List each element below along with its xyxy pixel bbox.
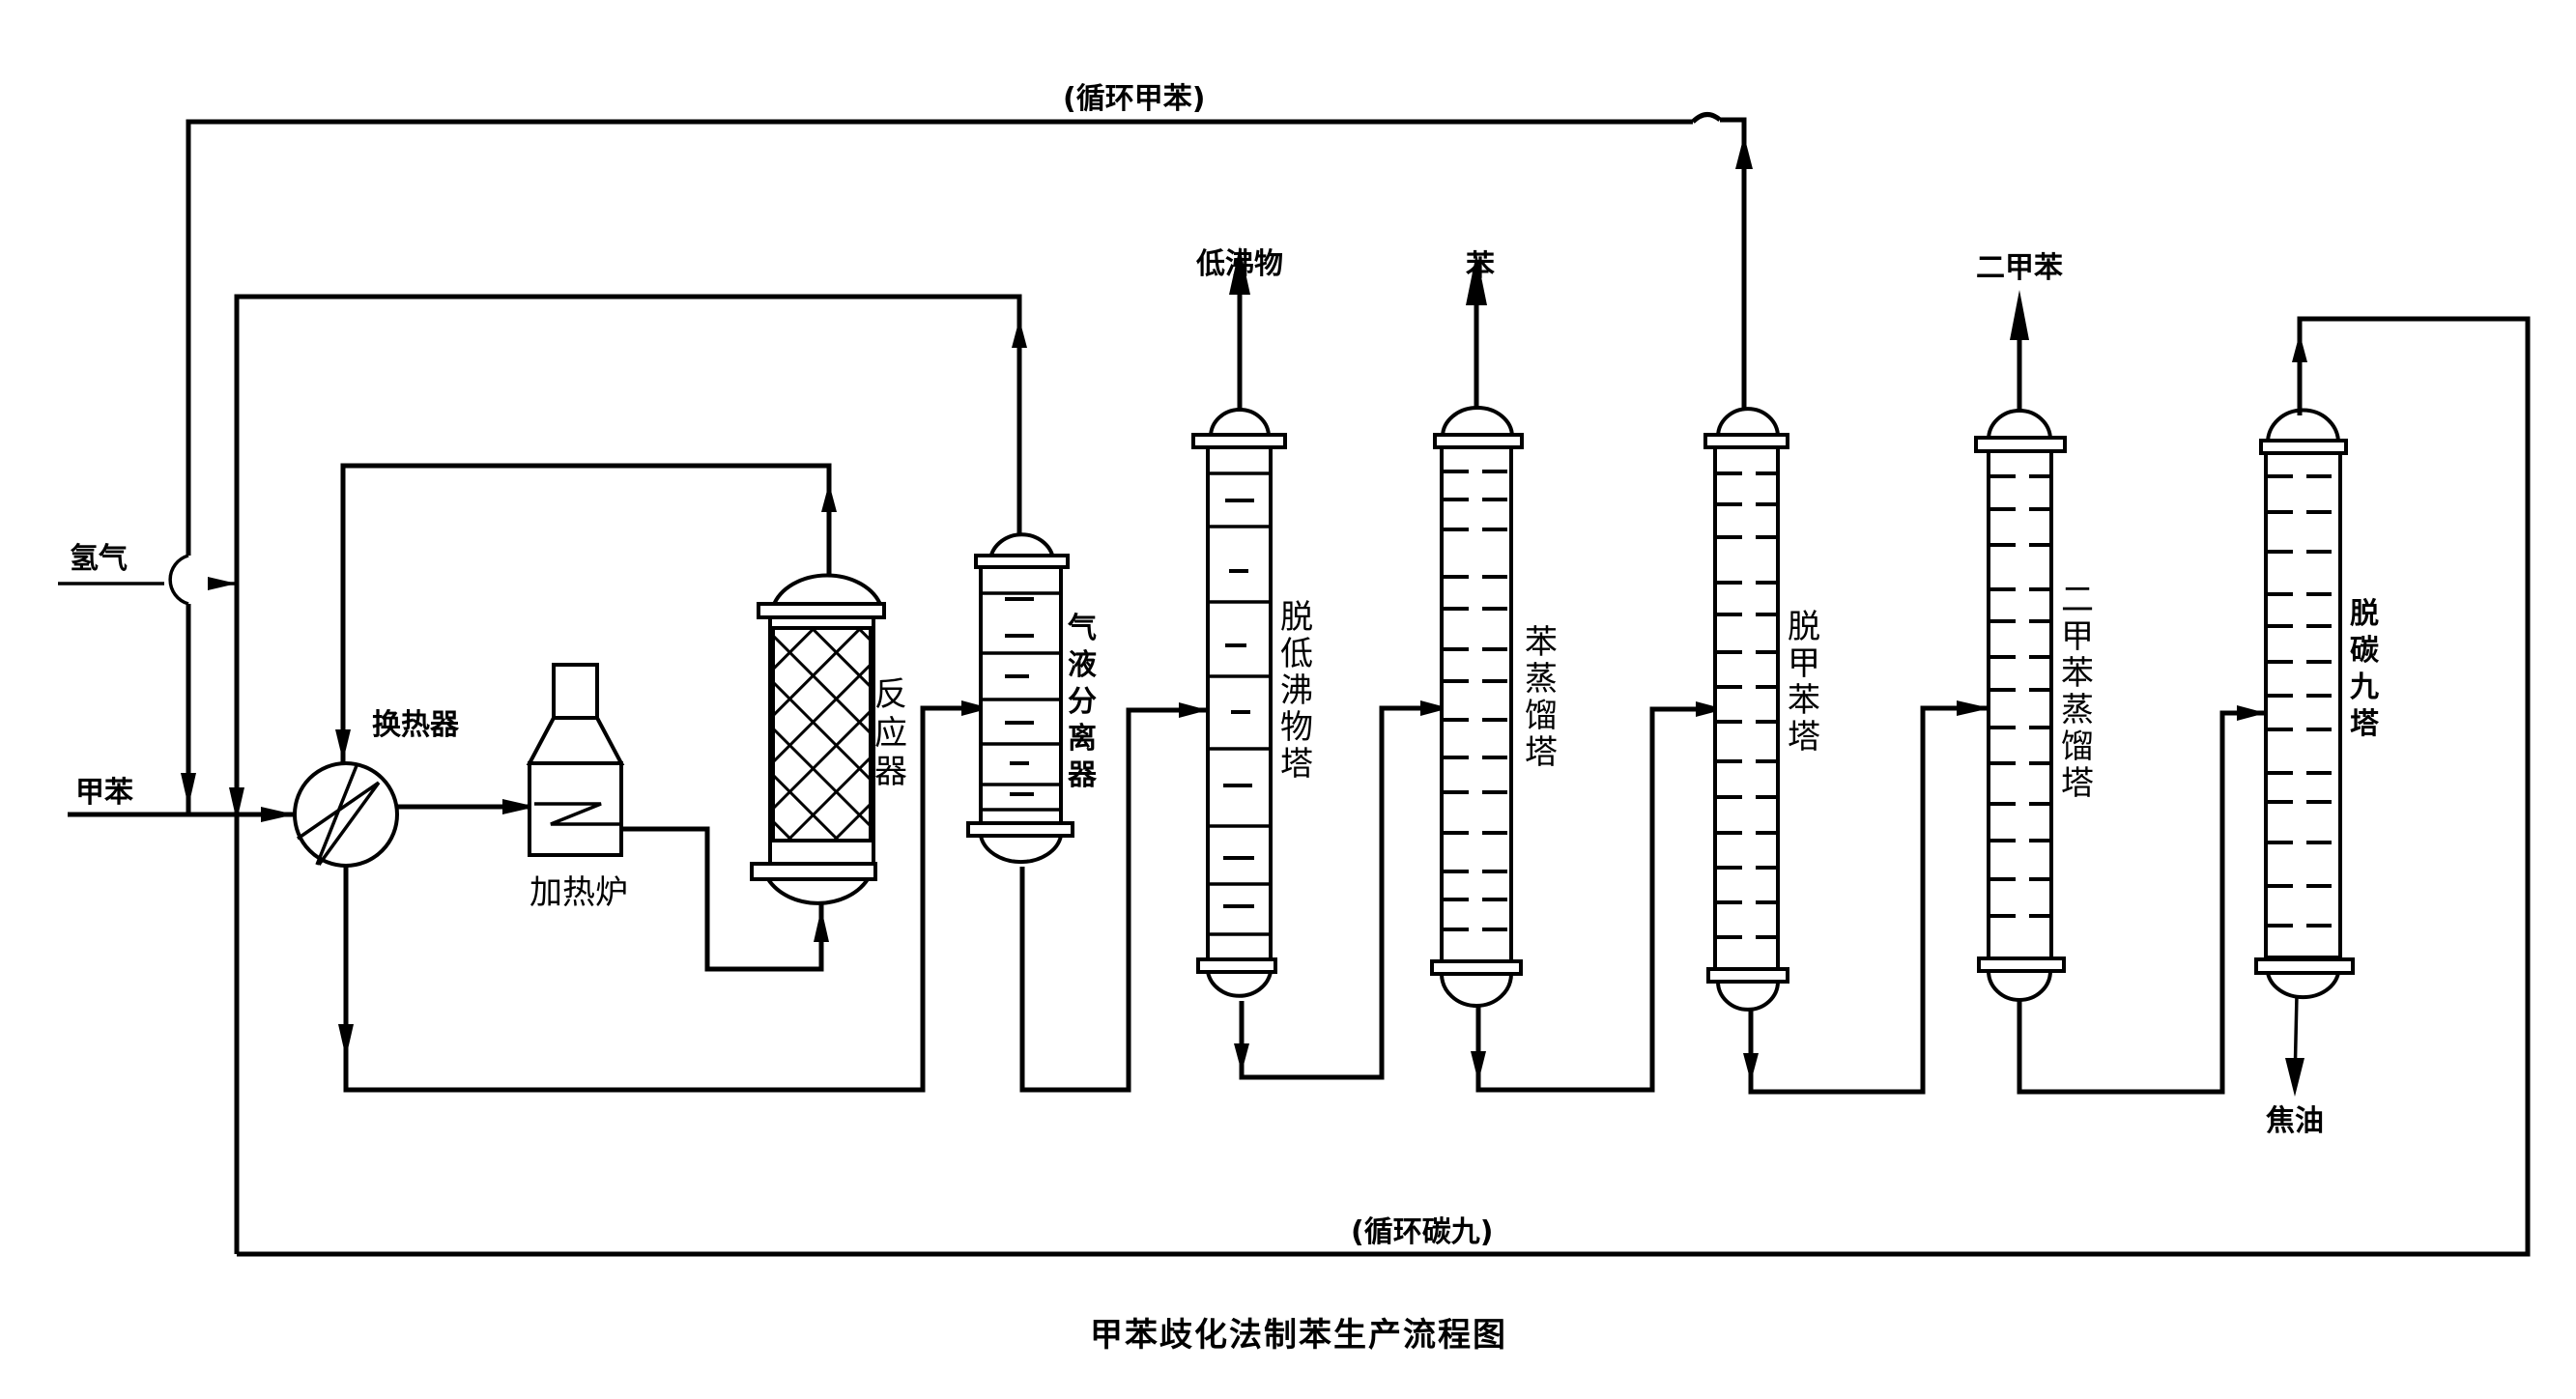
separator-trays bbox=[981, 591, 1061, 812]
arrow-up-icon bbox=[814, 908, 829, 942]
gas-liquid-separator bbox=[966, 532, 1074, 865]
exchanger-to-furnace-line bbox=[397, 799, 536, 814]
arrow-right-icon bbox=[961, 700, 990, 716]
toluene-column-label: 脱 甲 苯 塔 bbox=[1788, 608, 1831, 757]
arrow-right-icon bbox=[1420, 700, 1449, 716]
arrow-up-icon bbox=[1012, 319, 1027, 348]
tar-product-label: 焦油 bbox=[2266, 1104, 2324, 1138]
arrow-up-icon bbox=[2292, 333, 2307, 362]
c9-column-label: 脱 碳 九 塔 bbox=[2350, 597, 2389, 741]
recycle-toluene-line bbox=[181, 112, 1753, 814]
arrow-right-icon bbox=[208, 577, 237, 590]
recycle-c9-line bbox=[237, 316, 2531, 1257]
xylene-to-c9-line bbox=[2017, 705, 2266, 1095]
separator-label: 气 液 分 离 器 bbox=[1067, 612, 1106, 792]
separator-to-light-ends-line bbox=[1019, 702, 1208, 1093]
reactor-loop-line bbox=[335, 463, 990, 1093]
toluene-trays bbox=[1717, 471, 1776, 939]
arrow-up-icon bbox=[2010, 290, 2029, 340]
arrow-down-icon bbox=[1471, 1051, 1486, 1082]
arrow-down-icon bbox=[229, 787, 244, 821]
arrow-down-icon bbox=[181, 773, 196, 807]
arrow-right-icon bbox=[1957, 700, 1990, 716]
arrow-down-icon bbox=[338, 1024, 354, 1058]
furnace bbox=[526, 663, 625, 857]
arrow-right-icon bbox=[1696, 701, 1725, 717]
toluene-column bbox=[1703, 407, 1789, 1012]
xylene-product-label: 二甲苯 bbox=[1976, 251, 2063, 285]
reactor bbox=[750, 573, 886, 905]
arrow-down-icon bbox=[335, 729, 351, 761]
light-ends-column-label: 脱 低 沸 物 塔 bbox=[1280, 598, 1324, 784]
furnace-label: 加热炉 bbox=[530, 873, 628, 912]
benzene-trays bbox=[1444, 470, 1511, 931]
arrow-up-icon bbox=[1735, 135, 1753, 169]
arrow-up-icon bbox=[1229, 246, 1250, 295]
arrow-right-icon bbox=[1179, 702, 1208, 718]
benzene-product-label: 苯 bbox=[1466, 249, 1495, 283]
arrow-down-icon bbox=[1234, 1043, 1249, 1072]
gas-recycle-line bbox=[229, 294, 1027, 1254]
arrow-up-icon bbox=[821, 483, 837, 512]
xylene-column-label: 二 甲 苯 蒸 馏 塔 bbox=[2061, 581, 2104, 803]
light-ends-to-benzene-line bbox=[1234, 700, 1449, 1080]
diagram-caption: 甲苯歧化法制苯生产流程图 bbox=[1090, 1316, 1507, 1355]
toluene-feed-label: 甲苯 bbox=[75, 776, 133, 810]
arrow-right-icon bbox=[2237, 705, 2266, 721]
recycle-toluene-label: (循环甲苯) bbox=[1063, 82, 1205, 116]
light-ends-trays bbox=[1208, 471, 1271, 936]
xylene-trays bbox=[1990, 474, 2050, 918]
xylene-column bbox=[1974, 290, 2067, 1002]
light-ends-product-label: 低沸物 bbox=[1195, 247, 1283, 281]
arrow-down-icon bbox=[2285, 1058, 2304, 1097]
heat-exchanger bbox=[293, 761, 399, 868]
reactor-label: 反 应 器 bbox=[874, 675, 918, 791]
furnace-to-reactor-line bbox=[621, 826, 829, 972]
benzene-column-label: 苯 蒸 馏 塔 bbox=[1525, 623, 1568, 772]
arrow-down-icon bbox=[1743, 1053, 1759, 1082]
c9-trays bbox=[2268, 474, 2338, 928]
hydrogen-feed-label: 氢气 bbox=[70, 542, 128, 576]
benzene-to-toluene-line bbox=[1471, 701, 1725, 1093]
benzene-column bbox=[1430, 253, 1524, 1008]
toluene-feed-line bbox=[68, 807, 295, 822]
recycle-c9-label: (循环碳九) bbox=[1351, 1215, 1493, 1249]
arrow-up-icon bbox=[1466, 253, 1487, 305]
c9-column bbox=[2254, 408, 2355, 1097]
toluene-to-xylene-line bbox=[1743, 700, 1990, 1095]
arrow-right-icon bbox=[502, 799, 536, 814]
arrow-right-icon bbox=[261, 807, 295, 822]
light-ends-column bbox=[1191, 246, 1287, 998]
hydrogen-feed-line bbox=[58, 551, 237, 609]
heat-exchanger-label: 换热器 bbox=[372, 708, 460, 742]
